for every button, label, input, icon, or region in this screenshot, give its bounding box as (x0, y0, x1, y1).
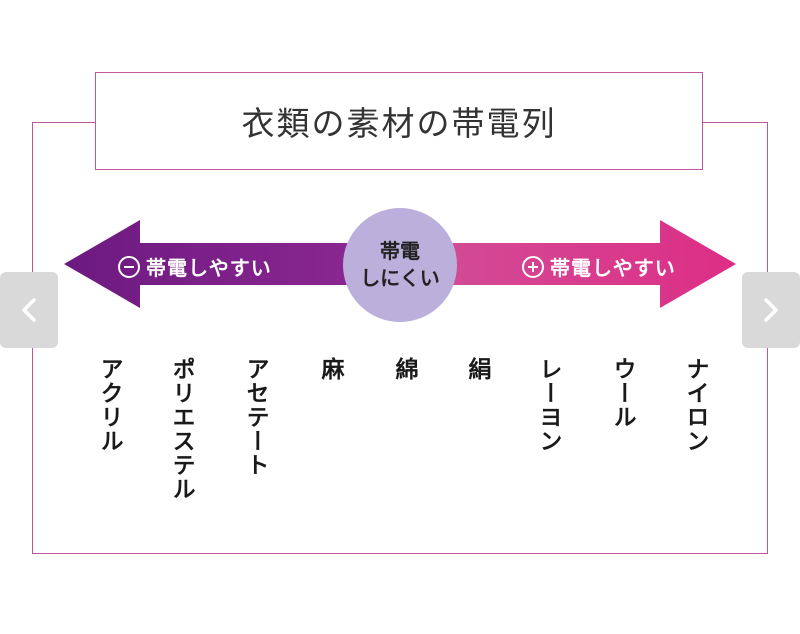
left-label-text: 帯電しやすい (146, 256, 272, 280)
next-button[interactable] (742, 272, 800, 348)
material-cotton: 綿 (391, 357, 417, 381)
material-acrylic: アクリル (96, 357, 122, 453)
material-nylon: ナイロン (682, 357, 708, 453)
center-label-line1: 帯電 (380, 239, 420, 263)
chevron-left-icon (22, 298, 36, 322)
page-title: 衣類の素材の帯電列 (241, 104, 557, 143)
chevron-right-icon (764, 298, 778, 322)
center-neutral-circle: 帯電 しにくい (343, 208, 457, 322)
material-rayon: レーヨン (535, 357, 561, 453)
minus-circle-icon (118, 255, 140, 278)
material-polyester: ポリエステル (168, 357, 194, 501)
material-hemp: 麻 (317, 357, 343, 381)
right-arrow (450, 220, 736, 308)
prev-button[interactable] (0, 272, 58, 348)
left-arrow-label: 帯電しやすい (118, 252, 272, 281)
left-arrow (64, 220, 350, 308)
material-silk: 絹 (464, 357, 490, 381)
plus-circle-icon (522, 255, 544, 278)
center-label-line2: しにくい (360, 266, 440, 290)
right-arrow-label: 帯電しやすい (522, 252, 676, 281)
material-wool: ウール (609, 357, 635, 429)
right-label-text: 帯電しやすい (550, 256, 676, 280)
material-acetate: アセテート (242, 357, 268, 477)
title-box: 衣類の素材の帯電列 (95, 72, 703, 170)
